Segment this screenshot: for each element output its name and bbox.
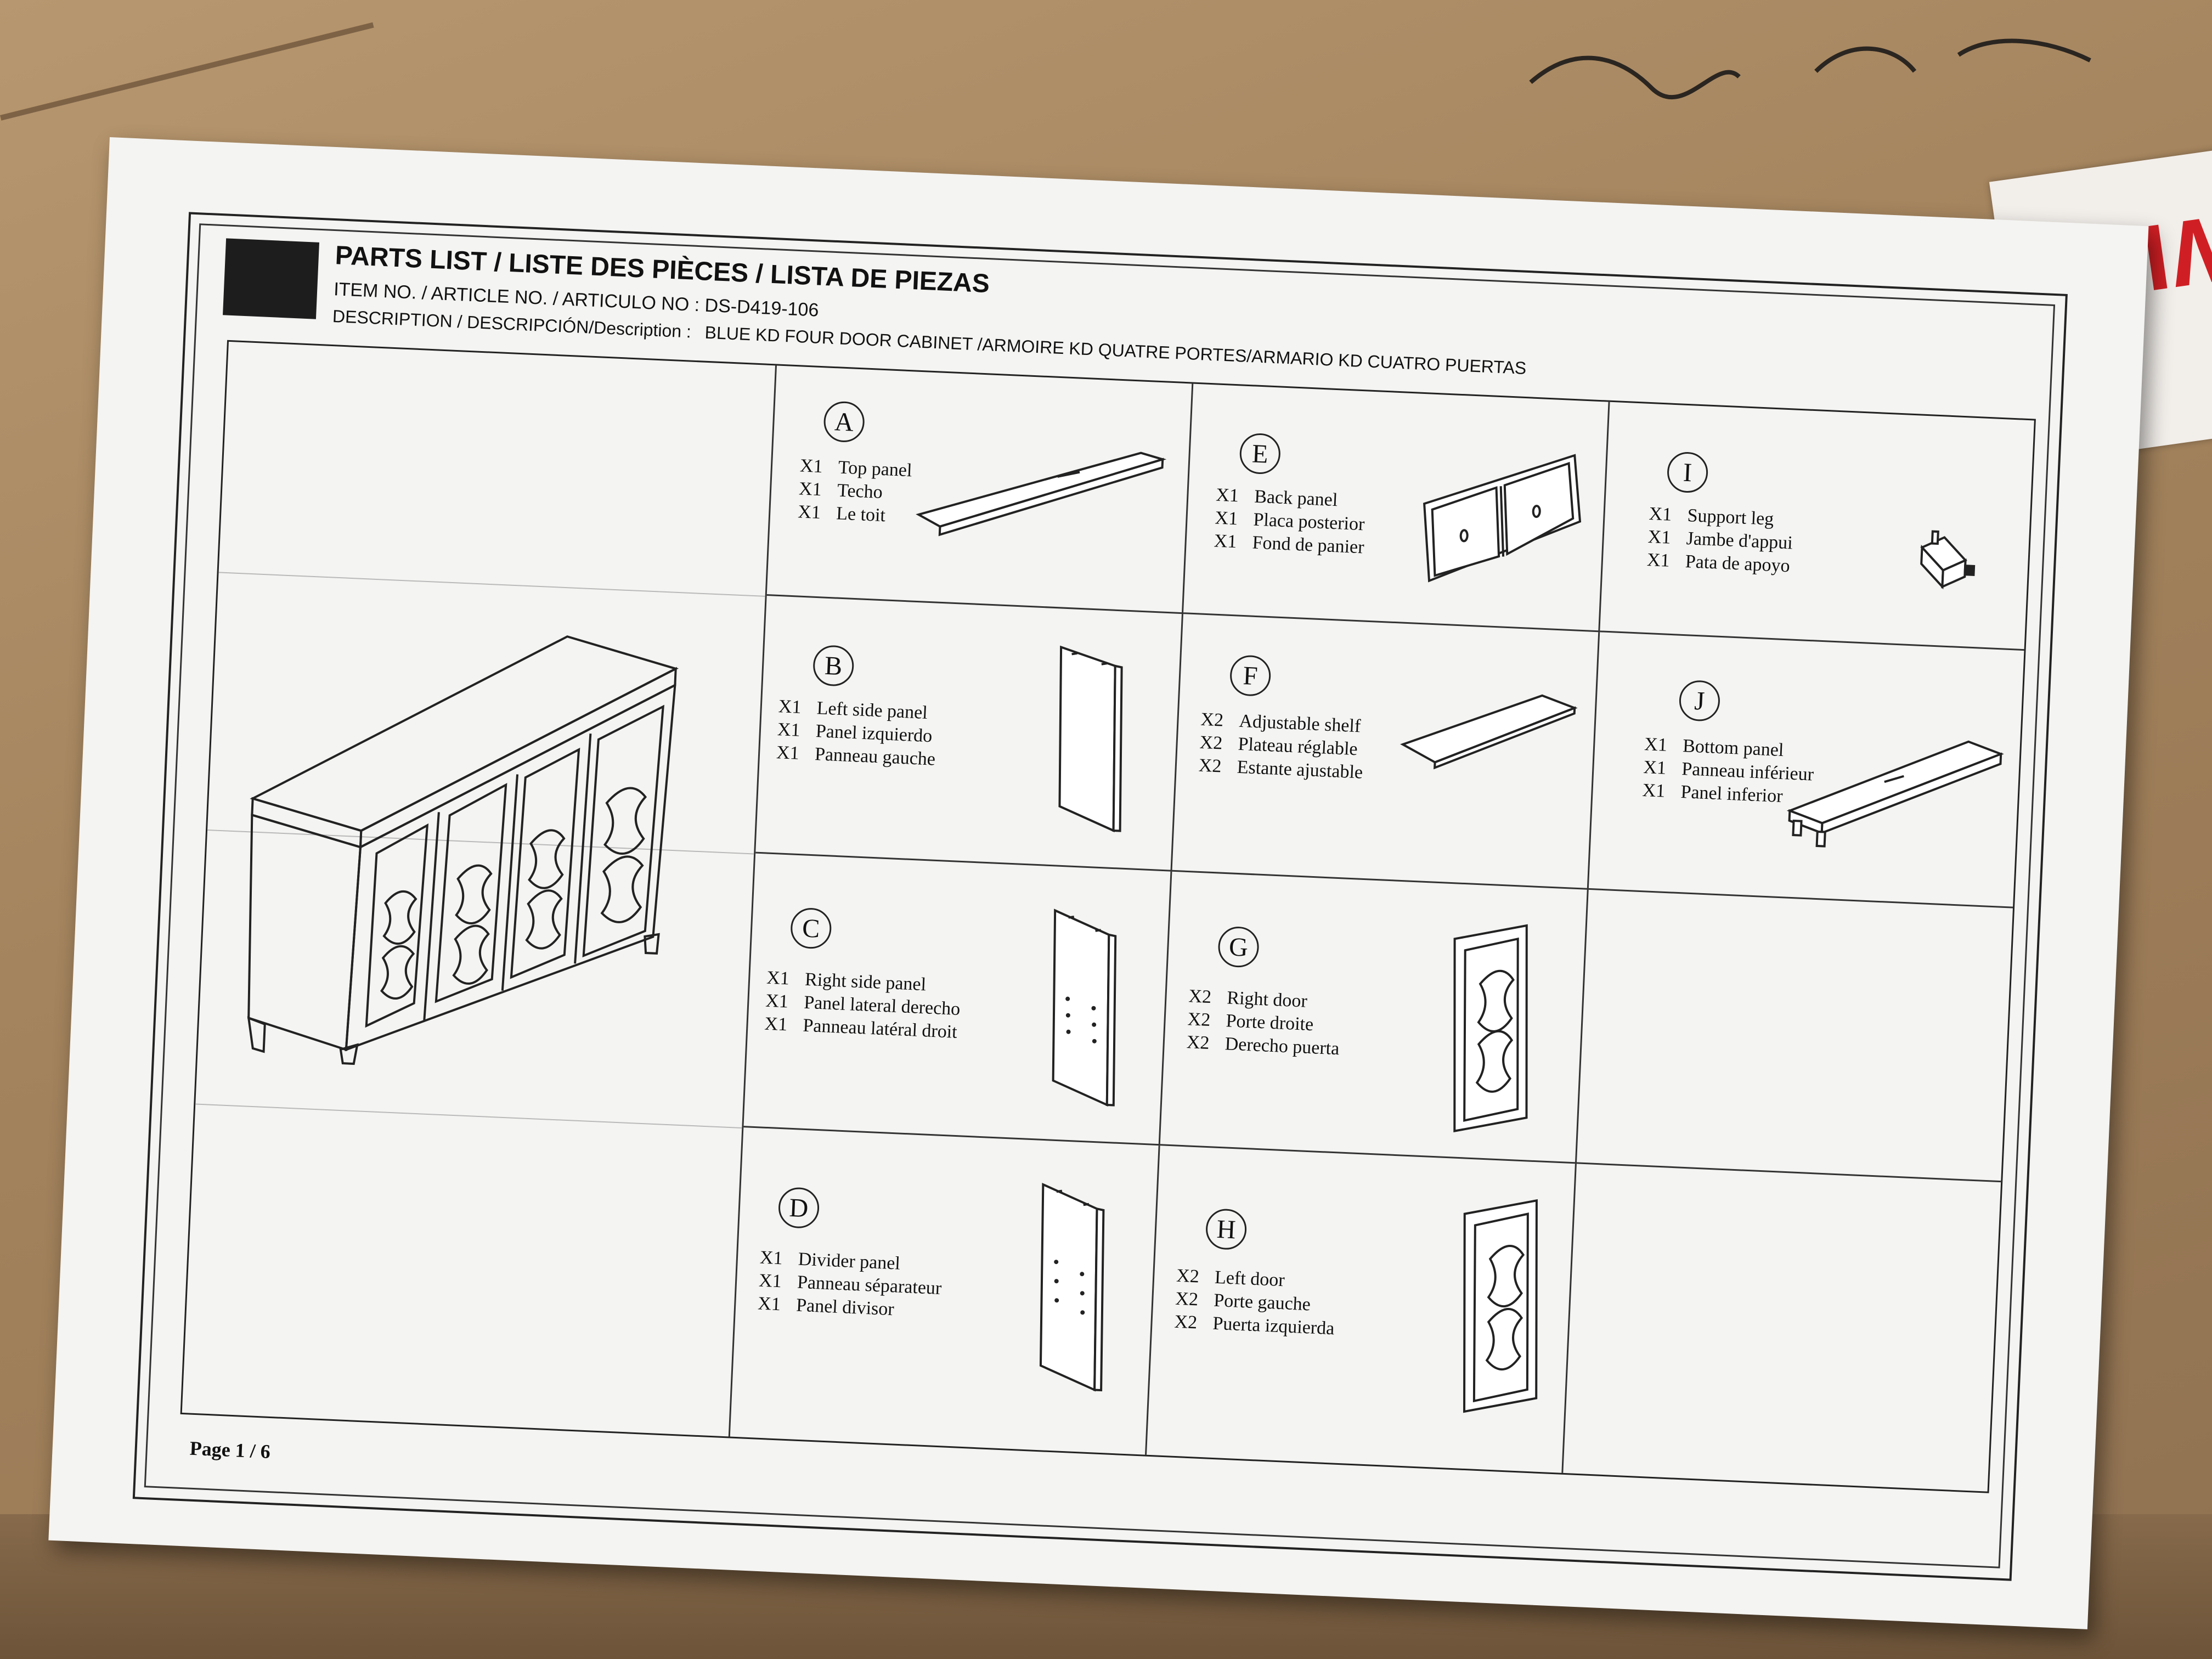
part-letter-c: C	[789, 907, 832, 950]
adjustable-shelf-drawing	[1400, 694, 1578, 770]
empty-cell-row3	[1576, 889, 2013, 1183]
top-panel-drawing	[916, 452, 1167, 537]
faint-divider	[218, 572, 765, 597]
part-letter-g: G	[1217, 926, 1260, 968]
support-leg-drawing	[1920, 530, 1976, 590]
cabinet-overview-cell	[182, 341, 777, 1437]
part-letter-d: D	[777, 1187, 820, 1229]
assembled-cabinet-illustration	[247, 635, 679, 1065]
part-letter-b: B	[812, 644, 855, 687]
left-door-drawing	[1463, 1199, 1538, 1413]
marker-scribble	[1529, 38, 2091, 99]
part-letter-e: E	[1239, 432, 1282, 475]
right-door-drawing	[1453, 924, 1528, 1133]
bottom-panel-drawing	[1786, 740, 2004, 848]
right-side-panel-drawing	[1052, 909, 1117, 1107]
left-side-panel-drawing	[1058, 645, 1123, 833]
back-panel-drawing	[1423, 454, 1582, 583]
parts-list-sheet: PARTS LIST / LISTE DES PIÈCES / LISTA DE…	[48, 137, 2149, 1629]
part-letter-a: A	[823, 400, 866, 443]
part-letter-i: I	[1666, 451, 1709, 494]
part-letter-h: H	[1205, 1208, 1248, 1251]
brand-logo-block	[223, 238, 319, 319]
part-letter-j: J	[1678, 679, 1721, 722]
divider-panel-drawing	[1039, 1182, 1105, 1392]
empty-cell-row4	[1563, 1164, 2001, 1491]
part-letter-f: F	[1229, 654, 1272, 697]
faint-divider	[195, 1103, 742, 1128]
page-number: Page 1 / 6	[189, 1437, 271, 1463]
